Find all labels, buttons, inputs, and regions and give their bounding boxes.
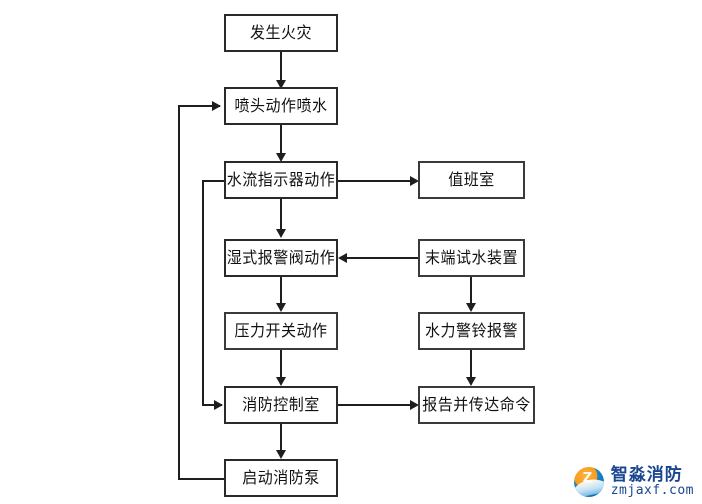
edge-n7-n9-arrow xyxy=(276,377,286,386)
node-label: 湿式报警阀动作 xyxy=(226,248,336,267)
edge-n5-n7-line xyxy=(280,277,282,305)
edge-loop-inner-bottom xyxy=(202,404,222,406)
node-label: 值班室 xyxy=(448,170,495,189)
edge-n3-n4-arrow xyxy=(410,176,419,186)
edge-n2-n3-line xyxy=(280,125,282,155)
edge-n9-n10-line xyxy=(338,404,414,406)
node-report-and-convey-orders[interactable]: 报告并传达命令 xyxy=(418,386,535,424)
edge-loop-outer-top xyxy=(178,105,220,107)
edge-n3-n5-line xyxy=(280,199,282,231)
watermark: Z 智淼消防 zmjaxf.com xyxy=(573,464,694,499)
node-hydraulic-alarm-bell[interactable]: 水力警铃报警 xyxy=(418,312,525,350)
brand-logo-icon: Z xyxy=(573,467,604,498)
edge-n8-n10-line xyxy=(470,350,472,380)
brand-name: 智淼消防 xyxy=(610,464,683,485)
node-label: 压力开关动作 xyxy=(234,321,328,340)
edge-n9-n10-arrow xyxy=(410,400,419,410)
brand-url: zmjaxf.com xyxy=(610,483,694,499)
node-start-fire-pump[interactable]: 启动消防泵 xyxy=(224,459,338,497)
node-label: 启动消防泵 xyxy=(242,468,320,487)
edge-loop-inner-top xyxy=(202,180,226,182)
edge-n9-n11-line xyxy=(280,424,282,452)
edge-n3-n5-arrow xyxy=(276,229,286,238)
node-end-test-water-device[interactable]: 末端试水装置 xyxy=(418,239,525,277)
node-wet-alarm-valve[interactable]: 湿式报警阀动作 xyxy=(224,239,338,277)
edge-n6-n8-line xyxy=(470,277,472,305)
edge-loop-outer-vertical xyxy=(178,105,180,480)
edge-loop-inner-arrow xyxy=(214,400,223,410)
node-label: 水力警铃报警 xyxy=(424,321,518,340)
node-label: 发生火灾 xyxy=(249,23,312,42)
edge-loop-inner-vertical xyxy=(202,180,204,406)
edge-n8-n10-arrow xyxy=(466,377,476,386)
edge-n1-n2-line xyxy=(280,52,282,82)
node-sprinkler-activates[interactable]: 喷头动作喷水 xyxy=(224,87,338,125)
node-label: 报告并传达命令 xyxy=(422,395,531,414)
node-fire-occurs[interactable]: 发生火灾 xyxy=(224,14,338,52)
edge-n7-n9-line xyxy=(280,350,282,380)
edge-n6-n8-arrow xyxy=(466,303,476,312)
edge-n6-n5-arrow xyxy=(338,253,347,263)
edge-n2-n3-arrow xyxy=(276,153,286,162)
edge-n3-n4-line xyxy=(338,180,414,182)
node-duty-room[interactable]: 值班室 xyxy=(418,161,525,199)
logo-glyph: Z xyxy=(582,471,593,487)
edge-n5-n7-arrow xyxy=(276,303,286,312)
node-label: 消防控制室 xyxy=(242,395,320,414)
node-water-flow-indicator[interactable]: 水流指示器动作 xyxy=(224,161,338,199)
watermark-text-group: 智淼消防 zmjaxf.com xyxy=(610,464,694,499)
edge-n9-n11-arrow xyxy=(276,450,286,459)
node-label: 喷头动作喷水 xyxy=(234,96,328,115)
node-pressure-switch[interactable]: 压力开关动作 xyxy=(224,312,338,350)
node-fire-control-room[interactable]: 消防控制室 xyxy=(224,386,338,424)
edge-n6-n5-line xyxy=(346,257,418,259)
edge-loop-outer-arrow xyxy=(212,101,221,111)
node-label: 末端试水装置 xyxy=(424,248,518,267)
edge-loop-outer-bottom xyxy=(178,478,224,480)
node-label: 水流指示器动作 xyxy=(226,170,336,189)
edge-n1-n2-arrow xyxy=(276,80,286,89)
